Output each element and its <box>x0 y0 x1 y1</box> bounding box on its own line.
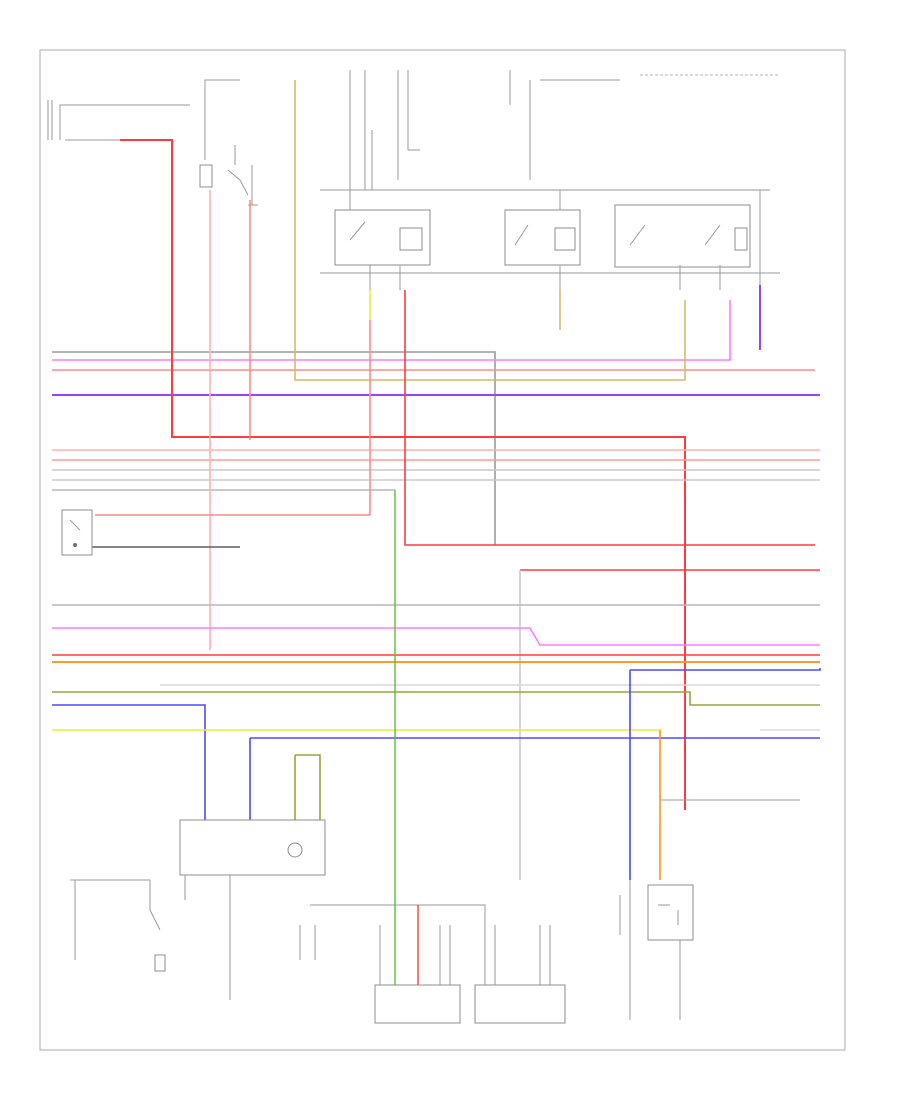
wire-bus <box>52 80 821 990</box>
sensor-circle <box>287 842 303 858</box>
connector-bottom-1 <box>374 984 461 1024</box>
relay-3 <box>614 204 751 268</box>
module-right <box>647 884 694 941</box>
ecu-main <box>179 819 326 876</box>
lower-components <box>61 509 800 1024</box>
switch-left <box>70 879 161 931</box>
connector-bottom-2 <box>474 984 566 1024</box>
ground-left <box>61 509 93 556</box>
top-control-wiring <box>47 70 780 290</box>
diagram-frame <box>39 49 846 1051</box>
